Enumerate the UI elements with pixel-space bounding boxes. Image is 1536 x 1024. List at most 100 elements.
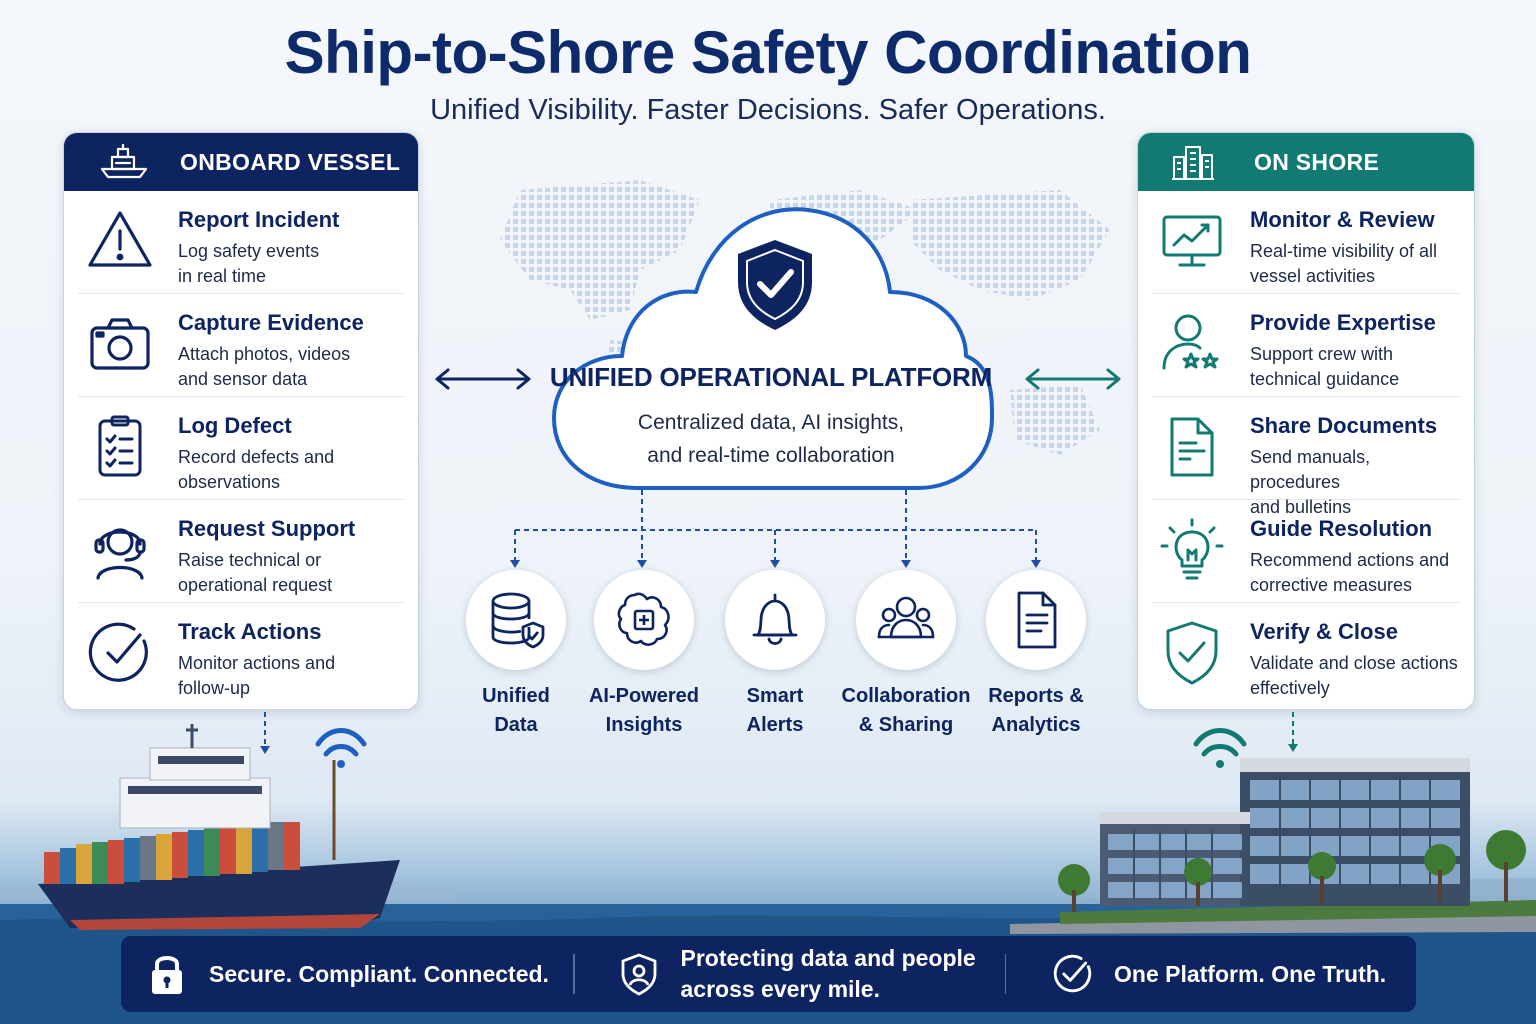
- on-shore-title: ON SHORE: [1254, 148, 1380, 175]
- footer-text-2b: across every mile.: [680, 976, 880, 1002]
- left-item-track-actions[interactable]: Track Actions Monitor actions and follow…: [78, 603, 404, 706]
- team-icon: [877, 596, 935, 639]
- right-item-desc-1: Validate and close actions: [1250, 653, 1458, 673]
- left-item-desc-1: Attach photos, videos: [178, 344, 351, 364]
- checklist-icon: [98, 415, 142, 477]
- right-item-desc-2: and bulletins: [1250, 497, 1352, 517]
- lightbulb-icon: [1160, 518, 1224, 580]
- building-icon: [1172, 146, 1214, 180]
- footer-text-2a: Protecting data and people: [680, 945, 976, 971]
- right-item-guide-resolution[interactable]: Guide Resolution Recommend actions and c…: [1152, 500, 1460, 603]
- expert-icon: [1162, 314, 1219, 370]
- feature-smart-alerts[interactable]: Smart Alerts: [700, 570, 850, 740]
- shield-check-icon: [1166, 621, 1218, 685]
- ai-chip-icon: [617, 592, 670, 646]
- left-item-desc-2: follow-up: [178, 678, 251, 698]
- left-item-desc-2: observations: [178, 472, 281, 492]
- left-item-title: Log Defect: [178, 413, 292, 438]
- lock-icon: [152, 956, 182, 994]
- right-item-desc-1: Send manuals, procedures: [1250, 447, 1371, 492]
- shield-check-icon: [738, 240, 812, 330]
- feature-reports-analytics[interactable]: Reports & Analytics: [961, 570, 1111, 740]
- feature-label-1: Unified: [482, 685, 550, 707]
- right-item-monitor-review[interactable]: Monitor & Review Real-time visibility of…: [1152, 191, 1460, 294]
- left-item-request-support[interactable]: Request Support Raise technical or opera…: [78, 500, 404, 603]
- feature-collaboration[interactable]: Collaboration & Sharing: [831, 570, 981, 740]
- feature-label-2: Alerts: [746, 714, 804, 736]
- feature-label-1: Reports &: [988, 685, 1084, 707]
- left-item-desc-1: Raise technical or: [178, 550, 322, 570]
- cargo-ship-graphic: [38, 724, 400, 930]
- left-item-desc-1: Log safety events: [178, 241, 320, 261]
- left-item-desc-2: operational request: [178, 575, 333, 595]
- right-item-provide-expertise[interactable]: Provide Expertise Support crew with tech…: [1152, 294, 1460, 397]
- feature-label-2: Data: [494, 714, 538, 736]
- left-item-capture-evidence[interactable]: Capture Evidence Attach photos, videos a…: [78, 294, 404, 397]
- right-item-desc-2: corrective measures: [1250, 575, 1413, 595]
- report-icon: [1017, 591, 1057, 649]
- on-shore-header: ON SHORE: [1138, 133, 1474, 191]
- left-item-desc-2: and sensor data: [178, 369, 308, 389]
- on-shore-panel: ON SHORE Monitor & Review Real-time visi…: [1137, 132, 1475, 710]
- right-item-desc-2: effectively: [1250, 678, 1330, 698]
- left-item-title: Report Incident: [178, 207, 340, 232]
- headset-icon: [94, 528, 146, 580]
- left-item-log-defect[interactable]: Log Defect Record defects and observatio…: [78, 397, 404, 500]
- document-icon: [1170, 417, 1214, 477]
- platform-desc-line-2: and real-time collaboration: [647, 444, 895, 467]
- right-item-desc-2: vessel activities: [1250, 266, 1376, 286]
- footer-bar: Secure. Compliant. Connected. Protecting…: [121, 936, 1416, 1012]
- feature-unified-data[interactable]: Unified Data: [441, 570, 591, 740]
- left-item-desc-1: Monitor actions and: [178, 653, 336, 673]
- footer-secure: Secure. Compliant. Connected.: [121, 936, 573, 1012]
- right-item-title: Monitor & Review: [1250, 207, 1435, 232]
- platform-desc-line-1: Centralized data, AI insights,: [637, 411, 905, 434]
- right-item-desc-1: Support crew with: [1250, 344, 1394, 364]
- platform-description: Centralized data, AI insights, and real-…: [546, 406, 996, 472]
- feature-label-1: Smart: [746, 685, 804, 707]
- bell-icon: [752, 593, 798, 645]
- onboard-vessel-panel: ONBOARD VESSEL Report Incident Log safet…: [63, 132, 419, 710]
- left-item-title: Capture Evidence: [178, 310, 364, 335]
- onboard-vessel-header: ONBOARD VESSEL: [64, 133, 418, 191]
- page-title: Ship-to-Shore Safety Coordination: [284, 19, 1252, 86]
- right-item-share-documents[interactable]: Share Documents Send manuals, procedures…: [1152, 397, 1460, 517]
- footer-text-1: Secure. Compliant. Connected.: [209, 960, 549, 987]
- right-item-title: Share Documents: [1250, 413, 1438, 438]
- warning-icon: [88, 211, 152, 267]
- left-item-report-incident[interactable]: Report Incident Log safety events in rea…: [78, 191, 404, 294]
- right-item-desc-1: Real-time visibility of all: [1250, 241, 1438, 261]
- footer-divider: [573, 954, 575, 994]
- feature-label-2: Insights: [605, 714, 683, 736]
- right-item-title: Guide Resolution: [1250, 516, 1433, 541]
- footer-one-platform: One Platform. One Truth.: [1006, 936, 1386, 1012]
- ship-wifi-icon: [315, 728, 367, 768]
- ship-icon: [100, 143, 148, 179]
- right-item-desc-1: Recommend actions and: [1250, 550, 1450, 570]
- right-item-title: Verify & Close: [1250, 619, 1398, 644]
- check-circle-icon: [1053, 954, 1092, 993]
- feature-label-2: Analytics: [991, 714, 1081, 736]
- feature-ai-insights[interactable]: AI-Powered Insights: [569, 570, 719, 740]
- check-circle-icon: [88, 622, 148, 682]
- footer-divider: [1004, 954, 1006, 994]
- monitor-chart-icon: [1162, 215, 1222, 267]
- feature-label-2: & Sharing: [858, 714, 954, 736]
- database-icon: [491, 592, 545, 649]
- platform-title: UNIFIED OPERATIONAL PLATFORM: [549, 362, 993, 392]
- shore-wifi-icon: [1193, 728, 1247, 768]
- feature-label-1: AI-Powered: [588, 685, 700, 707]
- left-item-desc-2: in real time: [178, 266, 267, 286]
- footer-protecting: Protecting data and people across every …: [575, 936, 1005, 1012]
- left-item-title: Track Actions: [178, 619, 322, 644]
- right-item-title: Provide Expertise: [1250, 310, 1436, 335]
- onboard-vessel-title: ONBOARD VESSEL: [180, 148, 401, 175]
- left-item-desc-1: Record defects and: [178, 447, 335, 467]
- shield-user-icon: [621, 953, 656, 996]
- right-item-desc-2: technical guidance: [1250, 369, 1400, 389]
- platform-cloud: [552, 207, 994, 490]
- office-building-graphic: [1010, 758, 1536, 934]
- camera-icon: [90, 318, 150, 370]
- right-item-verify-close[interactable]: Verify & Close Validate and close action…: [1152, 603, 1460, 706]
- page-subtitle: Unified Visibility. Faster Decisions. Sa…: [430, 94, 1106, 126]
